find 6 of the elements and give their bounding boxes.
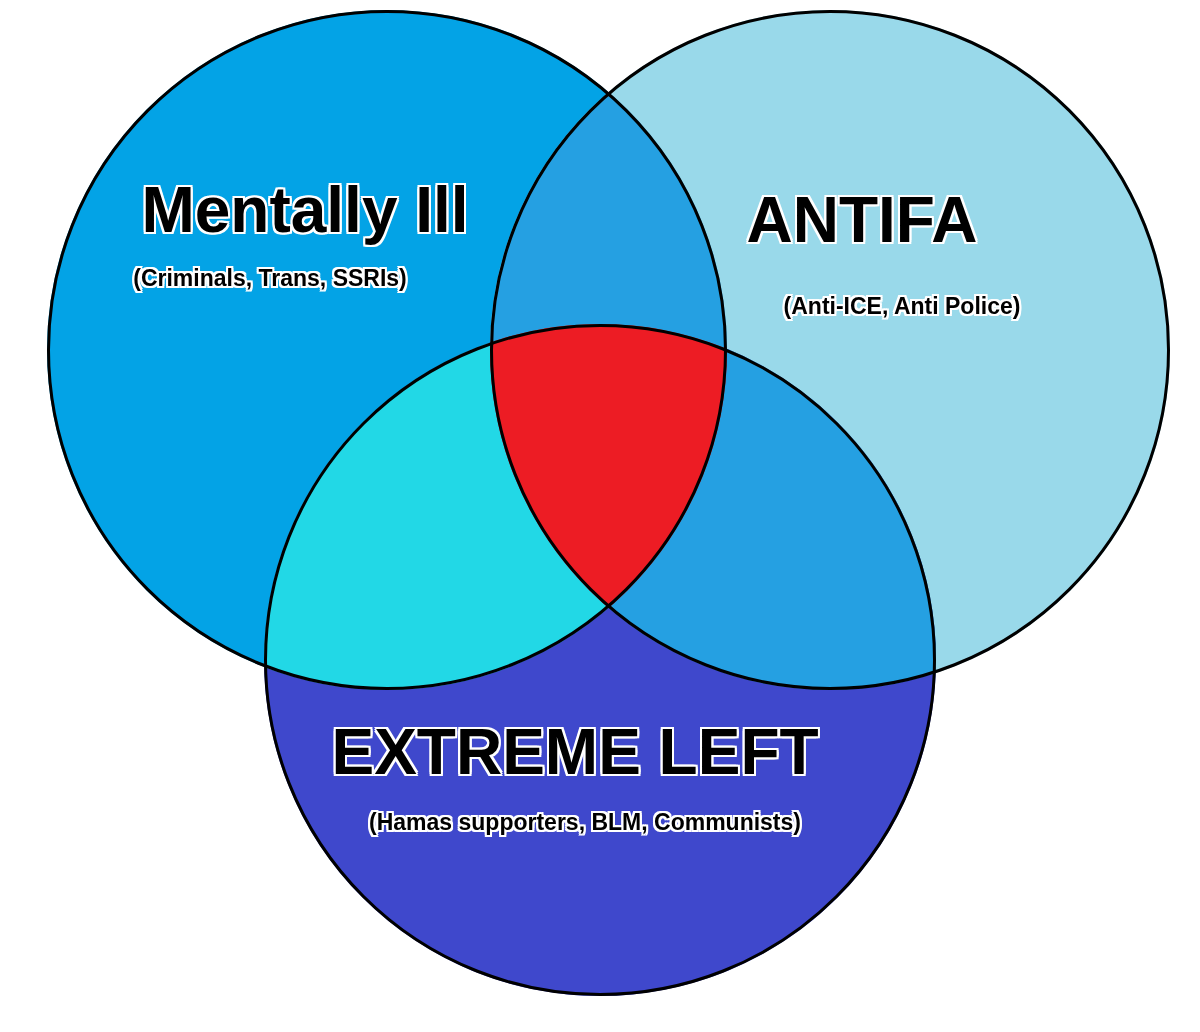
set-subtitle: (Hamas supporters, BLM, Communists) xyxy=(369,808,801,836)
set-title: EXTREME LEFT xyxy=(331,715,819,789)
set-title: Mentally Ill xyxy=(141,173,469,247)
set-subtitle: (Criminals, Trans, SSRIs) xyxy=(133,264,407,292)
set-subtitle: (Anti-ICE, Anti Police) xyxy=(783,292,1021,320)
set-title: ANTIFA xyxy=(746,183,978,257)
